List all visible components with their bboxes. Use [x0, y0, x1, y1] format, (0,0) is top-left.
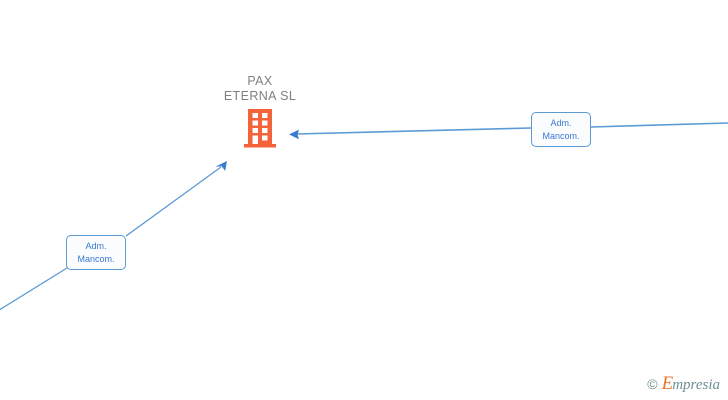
copyright-icon: ©: [647, 376, 658, 392]
arrow-up-right-icon: [215, 161, 227, 171]
watermark-brand-initial: E: [661, 373, 674, 394]
relation-right-line-2: Mancom.: [542, 130, 580, 141]
edge-left-offscreen: [0, 267, 68, 311]
watermark-brand: Empresia: [662, 374, 720, 394]
relation-right-line-1: Adm.: [550, 118, 572, 128]
watermark-brand-rest: mpresia: [672, 377, 720, 393]
company-name-line-2: ETERNA SL: [223, 89, 297, 103]
edge-left-to-company: [125, 161, 227, 237]
company-node[interactable]: PAX ETERNA SL: [186, 74, 334, 148]
watermark: © Empresia: [647, 374, 720, 394]
relation-left-line-1: Adm.: [85, 241, 107, 251]
relation-label-right[interactable]: Adm. Mancom.: [531, 112, 591, 147]
edge-right-offscreen: [590, 122, 728, 128]
building-icon[interactable]: [243, 108, 277, 148]
relation-label-left[interactable]: Adm. Mancom.: [66, 235, 126, 270]
relation-left-line-2: Mancom.: [77, 253, 115, 264]
company-name-line-1: PAX: [247, 74, 273, 88]
